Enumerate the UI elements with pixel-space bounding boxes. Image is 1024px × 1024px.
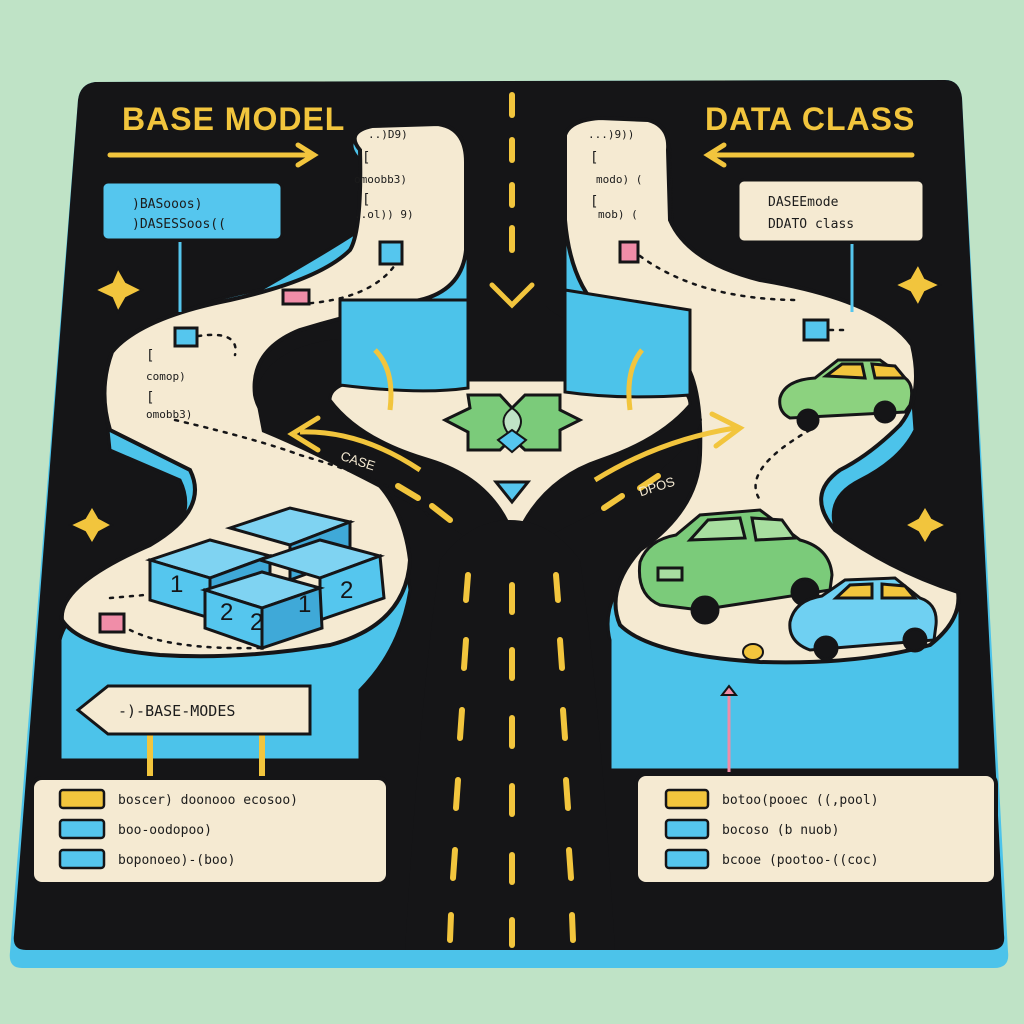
right-road-arrowhead — [709, 411, 745, 449]
right-legend-text: bcooe (pootoo-((coc) — [722, 853, 879, 868]
left-road-arrow — [299, 429, 422, 473]
block-labels: 1 2 2 1 2 — [170, 571, 353, 636]
blocks-stack — [145, 506, 386, 651]
left-legend-text: boscer) doonooo ecosoo) — [118, 793, 298, 808]
blue-square-icon — [173, 326, 199, 348]
down-chevron — [489, 282, 535, 309]
left-legend-swatch — [58, 848, 106, 870]
center-triangle-icon — [492, 480, 532, 505]
left-callout — [100, 180, 284, 242]
blue-square-icon — [802, 318, 830, 342]
left-callout-line-1: )BASooos) — [132, 197, 202, 212]
right-title: DATA CLASS — [705, 101, 915, 137]
svg-text:2: 2 — [250, 609, 263, 636]
pink-square-icon — [281, 288, 311, 306]
left-legend-swatch — [58, 788, 106, 810]
left-legend-text: boponoeo)-(boo) — [118, 853, 235, 868]
left-legend-text: boo-oodopoo) — [118, 823, 212, 838]
right-legend-text: bocoso (b nuob) — [722, 823, 839, 838]
car-icon — [637, 508, 834, 625]
svg-text:..)D9): ..)D9) — [368, 128, 408, 141]
blue-square-icon — [378, 240, 404, 266]
sparkle-icons — [67, 261, 949, 546]
leaf-icon — [441, 393, 584, 454]
signpost — [75, 684, 312, 736]
right-legend-swatch — [664, 848, 710, 870]
right-legend-swatch — [664, 818, 710, 840]
svg-text:..ol)) 9): ..ol)) 9) — [354, 208, 414, 221]
right-legend-text: botoo(pooec ((,pool) — [722, 793, 879, 808]
right-legend-swatch — [664, 788, 710, 810]
signpost-label: -)-BASE-MODES — [118, 702, 235, 720]
car-icon — [788, 576, 938, 661]
svg-text:1: 1 — [170, 571, 183, 598]
svg-text:omobb3): omobb3) — [146, 408, 192, 421]
left-title-arrow — [107, 142, 319, 168]
left-pillar — [338, 298, 470, 393]
right-post — [626, 348, 644, 411]
svg-text:...)9)): ...)9)) — [588, 128, 634, 141]
svg-text:[: [ — [146, 390, 154, 406]
left-code-top: ..)D9) [ omoobb3) [ ..ol)) 9) — [354, 128, 414, 221]
car-icon — [778, 358, 914, 432]
svg-text:[: [ — [590, 150, 598, 166]
left-legend-swatch — [58, 818, 106, 840]
left-legend — [30, 776, 390, 886]
svg-text:[: [ — [362, 192, 370, 208]
right-road-arrow — [593, 425, 736, 483]
right-code-top: ...)9)) [ modo) ( [ mob) ( — [588, 128, 642, 221]
svg-text:2: 2 — [220, 599, 233, 626]
svg-text:modo) (: modo) ( — [596, 173, 642, 186]
svg-text:omoobb3): omoobb3) — [354, 173, 407, 186]
yellow-dot-icon — [742, 643, 764, 661]
svg-text:[: [ — [146, 348, 154, 364]
svg-text:mob) (: mob) ( — [598, 208, 638, 221]
right-callout-line-2: DDATO class — [768, 217, 854, 232]
left-code-mid: [ comop) [ omobb3) — [146, 348, 192, 421]
pink-square-icon — [98, 612, 126, 634]
right-title-arrow — [703, 142, 915, 168]
left-callout-line-2: )DASESSoos(( — [132, 217, 226, 232]
svg-text:[: [ — [362, 150, 370, 166]
road-top — [470, 82, 545, 370]
dotted-connectors — [108, 254, 852, 650]
svg-text:2: 2 — [340, 577, 353, 604]
left-title: BASE MODEL — [122, 101, 345, 137]
pink-square-icon — [618, 240, 640, 264]
left-post — [373, 348, 394, 411]
right-callout — [736, 178, 926, 244]
svg-text:[: [ — [590, 194, 598, 210]
right-legend — [634, 772, 998, 886]
lane-dashes — [395, 92, 661, 948]
left-road-arrowhead — [287, 415, 321, 453]
marker-icon — [719, 684, 739, 696]
svg-text:1: 1 — [298, 591, 311, 618]
svg-text:comop): comop) — [146, 370, 186, 383]
right-callout-line-1: DASEEmode — [768, 195, 839, 210]
